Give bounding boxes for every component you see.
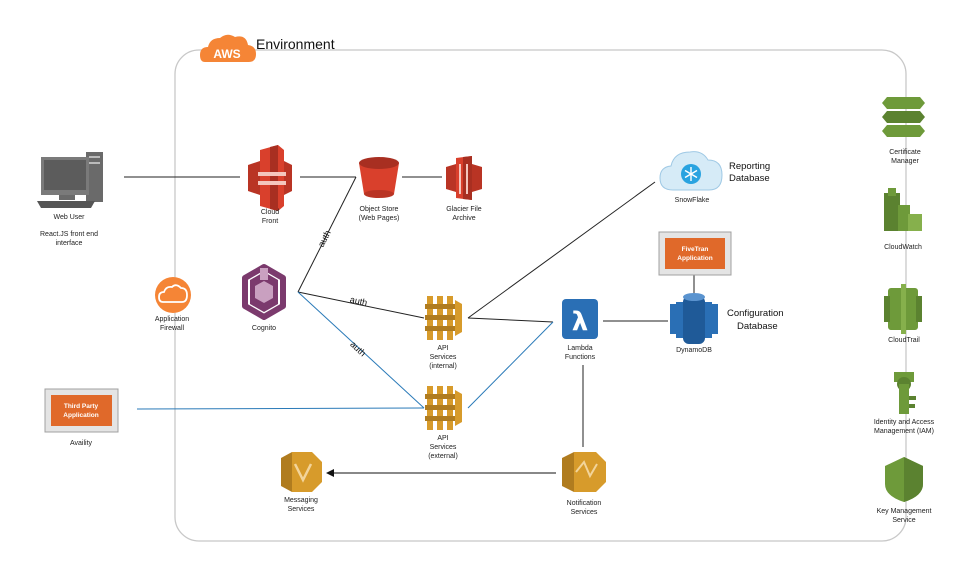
messaging-label-2: Services <box>288 506 315 513</box>
lambda-icon: λ <box>562 299 598 339</box>
web-user-note-2: interface <box>56 240 83 247</box>
api-services-external-icon <box>425 386 462 430</box>
api-external-label-1: API <box>437 435 448 442</box>
notification-services-icon <box>562 452 606 492</box>
aws-cloud-badge: AWS <box>200 34 256 62</box>
cognito-icon <box>242 264 286 320</box>
api-internal-label-2: Services <box>430 354 457 361</box>
environment-title: Environment <box>256 36 335 52</box>
edge-cognito-apiinternal <box>297 291 425 319</box>
web-user-label: Web User <box>54 214 86 221</box>
kms-shield-icon <box>885 457 923 502</box>
auth-label-external: auth <box>348 339 368 358</box>
api-internal-label-1: API <box>437 345 448 352</box>
iam-label-2: Management (IAM) <box>874 428 934 435</box>
kms-label-1: Key Management <box>877 508 932 515</box>
kms-label-2: Service <box>892 517 915 524</box>
auth-label-internal: auth <box>349 294 368 307</box>
snowflake-cloud-icon <box>659 151 723 191</box>
application-firewall-icon <box>155 277 191 313</box>
third-party-box-line2: Application <box>63 412 98 419</box>
firewall-label-2: Firewall <box>160 325 185 332</box>
messaging-label-1: Messaging <box>284 497 318 504</box>
connectors <box>124 176 695 477</box>
edge-apiinternal-snowflake <box>467 181 656 319</box>
cloudwatch-label: CloudWatch <box>884 244 922 251</box>
cloudwatch-icon <box>884 188 922 231</box>
snowflake-label: SnowFlake <box>675 197 710 204</box>
api-internal-label-3: (internal) <box>429 363 457 370</box>
glacier-label-1: Glacier File <box>446 206 482 213</box>
api-services-internal-icon <box>425 296 462 340</box>
edge-cognito-apiexternal <box>297 291 425 409</box>
web-user-note-1: React.JS front end <box>40 231 98 238</box>
messaging-services-icon <box>281 452 322 492</box>
cloudtrail-label: CloudTrail <box>888 337 920 344</box>
web-user-computer-icon <box>37 152 103 208</box>
object-store-label-2: (Web Pages) <box>359 215 400 222</box>
dynamodb-icon <box>670 293 718 344</box>
glacier-icon <box>446 156 482 200</box>
cloudfront-label-2: Front <box>262 218 278 225</box>
edge-thirdparty-apiexternal <box>136 407 425 410</box>
reporting-database-title-1: Reporting <box>729 161 770 172</box>
cloudfront-icon <box>248 145 292 211</box>
cert-manager-label-2: Manager <box>891 158 919 165</box>
cert-manager-label-1: Certificate <box>889 149 921 156</box>
object-store-label-1: Object Store <box>360 206 399 213</box>
lambda-label-2: Functions <box>565 354 596 361</box>
reporting-database-title-2: Database <box>729 173 770 184</box>
iam-key-icon <box>894 372 916 414</box>
third-party-label: Availity <box>70 440 93 447</box>
certificate-manager-icon <box>882 97 925 137</box>
fivetran-application-box: FiveTran Application <box>658 231 732 276</box>
lambda-label-1: Lambda <box>567 345 592 352</box>
object-store-bucket-icon <box>359 157 399 198</box>
cloudtrail-icon <box>884 284 922 334</box>
cloudfront-label-1: Cloud <box>261 209 279 216</box>
configuration-database-title-2: Database <box>737 321 778 332</box>
aws-badge-text: AWS <box>213 47 240 61</box>
edge-cognito-objectstore <box>297 176 357 293</box>
fivetran-box-line1: FiveTran <box>682 246 709 253</box>
third-party-box-line1: Third Party <box>64 403 99 410</box>
dynamodb-label: DynamoDB <box>676 347 712 354</box>
fivetran-box-line2: Application <box>677 255 712 262</box>
notification-label-2: Services <box>571 509 598 516</box>
cognito-label: Cognito <box>252 325 276 332</box>
api-external-label-3: (external) <box>428 453 458 460</box>
firewall-label-1: Application <box>155 316 189 323</box>
iam-label-1: Identity and Access <box>874 419 935 426</box>
edge-apiinternal-lambda <box>467 317 554 323</box>
api-external-label-2: Services <box>430 444 457 451</box>
svg-text:λ: λ <box>572 307 588 337</box>
third-party-application-box: Third Party Application <box>44 388 119 433</box>
notification-label-1: Notification <box>567 500 602 507</box>
configuration-database-title-1: Configuration <box>727 308 784 319</box>
auth-label-cloudfront: auth <box>316 229 333 249</box>
edge-apiexternal-lambda <box>467 321 554 409</box>
glacier-label-2: Archive <box>452 215 475 222</box>
